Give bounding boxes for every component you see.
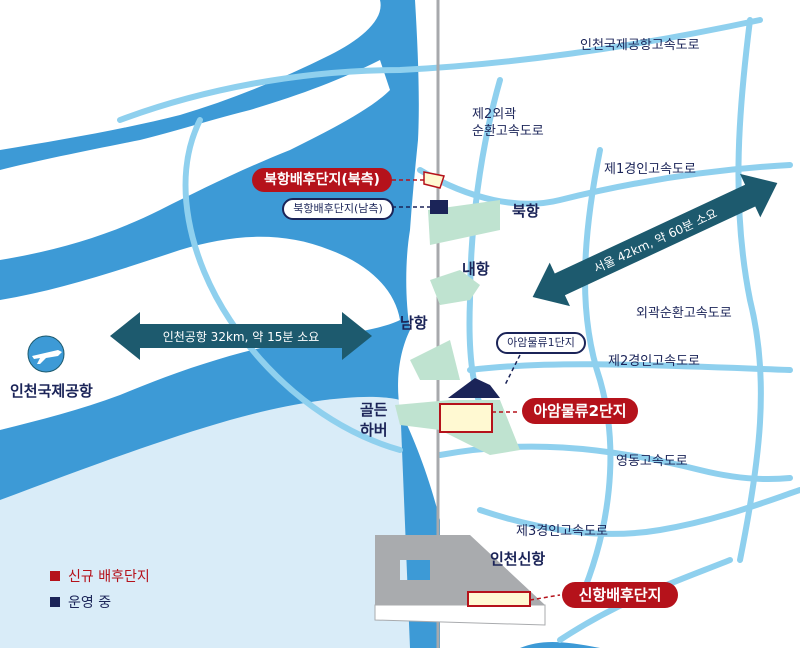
- badge-north-port-complex-north: 북항배후단지(북측): [252, 168, 392, 192]
- leader-aam1: [504, 354, 521, 386]
- road-east-loop: [735, 17, 764, 563]
- airport-arrow-shape: [110, 312, 372, 360]
- badge-north-port-complex-south: 북항배후단지(남측): [282, 198, 394, 220]
- incheon-new-port-area: [375, 535, 545, 605]
- shallow-water: [0, 396, 410, 648]
- badge-aam-logistics-1: 아암물류1단지: [496, 332, 586, 354]
- inner-port-area: [430, 270, 480, 305]
- legend-new-swatch: [50, 571, 60, 581]
- road-third-gyeongin: [477, 487, 800, 537]
- airport-distance-arrow: 인천공항 32km, 약 15분 소요: [110, 312, 372, 360]
- label-north-port: 북항: [512, 202, 540, 220]
- label-outer-ring: 외곽순환고속도로: [636, 306, 732, 321]
- label-incheon-new-port: 인천신항: [490, 550, 546, 568]
- operating-complex-leaders: [392, 206, 521, 386]
- label-second-outer-ring: 제2외곽 순환고속도로: [472, 107, 544, 139]
- label-golden-harbor: 골든 하버: [360, 401, 388, 439]
- island-north: [0, 0, 381, 150]
- road-airport-expressway: [117, 17, 763, 123]
- legend-operating: 운영 중: [50, 592, 111, 612]
- leader-new-port: [529, 594, 561, 601]
- seoul-arrow-shape: [532, 173, 778, 307]
- legend-new-complex: 신규 배후단지: [50, 566, 150, 586]
- label-inner-port: 내항: [462, 260, 490, 278]
- badge-new-port-complex: 신항배후단지: [562, 582, 678, 608]
- mainland: [398, 0, 800, 648]
- airport-distance-label: 인천공항 32km, 약 15분 소요: [163, 329, 320, 344]
- island-middle: [0, 60, 390, 260]
- label-airport-expressway: 인천국제공항고속도로: [580, 38, 700, 53]
- legend-operating-swatch: [50, 597, 60, 607]
- badge-aam-logistics-2: 아암물류2단지: [522, 398, 638, 424]
- label-third-gyeongin: 제3경인고속도로: [516, 524, 608, 539]
- new-port-complex-area: [467, 591, 531, 607]
- aam-logistics-1-area: [448, 378, 500, 398]
- road-second-gyeongin: [467, 361, 793, 373]
- label-yeongdong: 영동고속도로: [616, 454, 688, 469]
- road-island-loop: [182, 117, 403, 453]
- new-complex-leaders: [392, 179, 561, 601]
- label-south-port: 남항: [400, 314, 428, 332]
- label-airport: 인천국제공항: [10, 382, 93, 400]
- label-second-gyeongin: 제2경인고속도로: [608, 354, 700, 369]
- aam-logistics-2-area: [439, 403, 493, 433]
- north-port-complex-south: [430, 200, 448, 214]
- airplane-icon: [27, 335, 65, 373]
- south-port-area: [410, 340, 460, 380]
- road-first-gyeongin: [417, 162, 793, 207]
- legend-new-label: 신규 배후단지: [68, 569, 150, 585]
- legend-operating-label: 운영 중: [68, 595, 112, 611]
- label-first-gyeongin: 제1경인고속도로: [604, 162, 696, 177]
